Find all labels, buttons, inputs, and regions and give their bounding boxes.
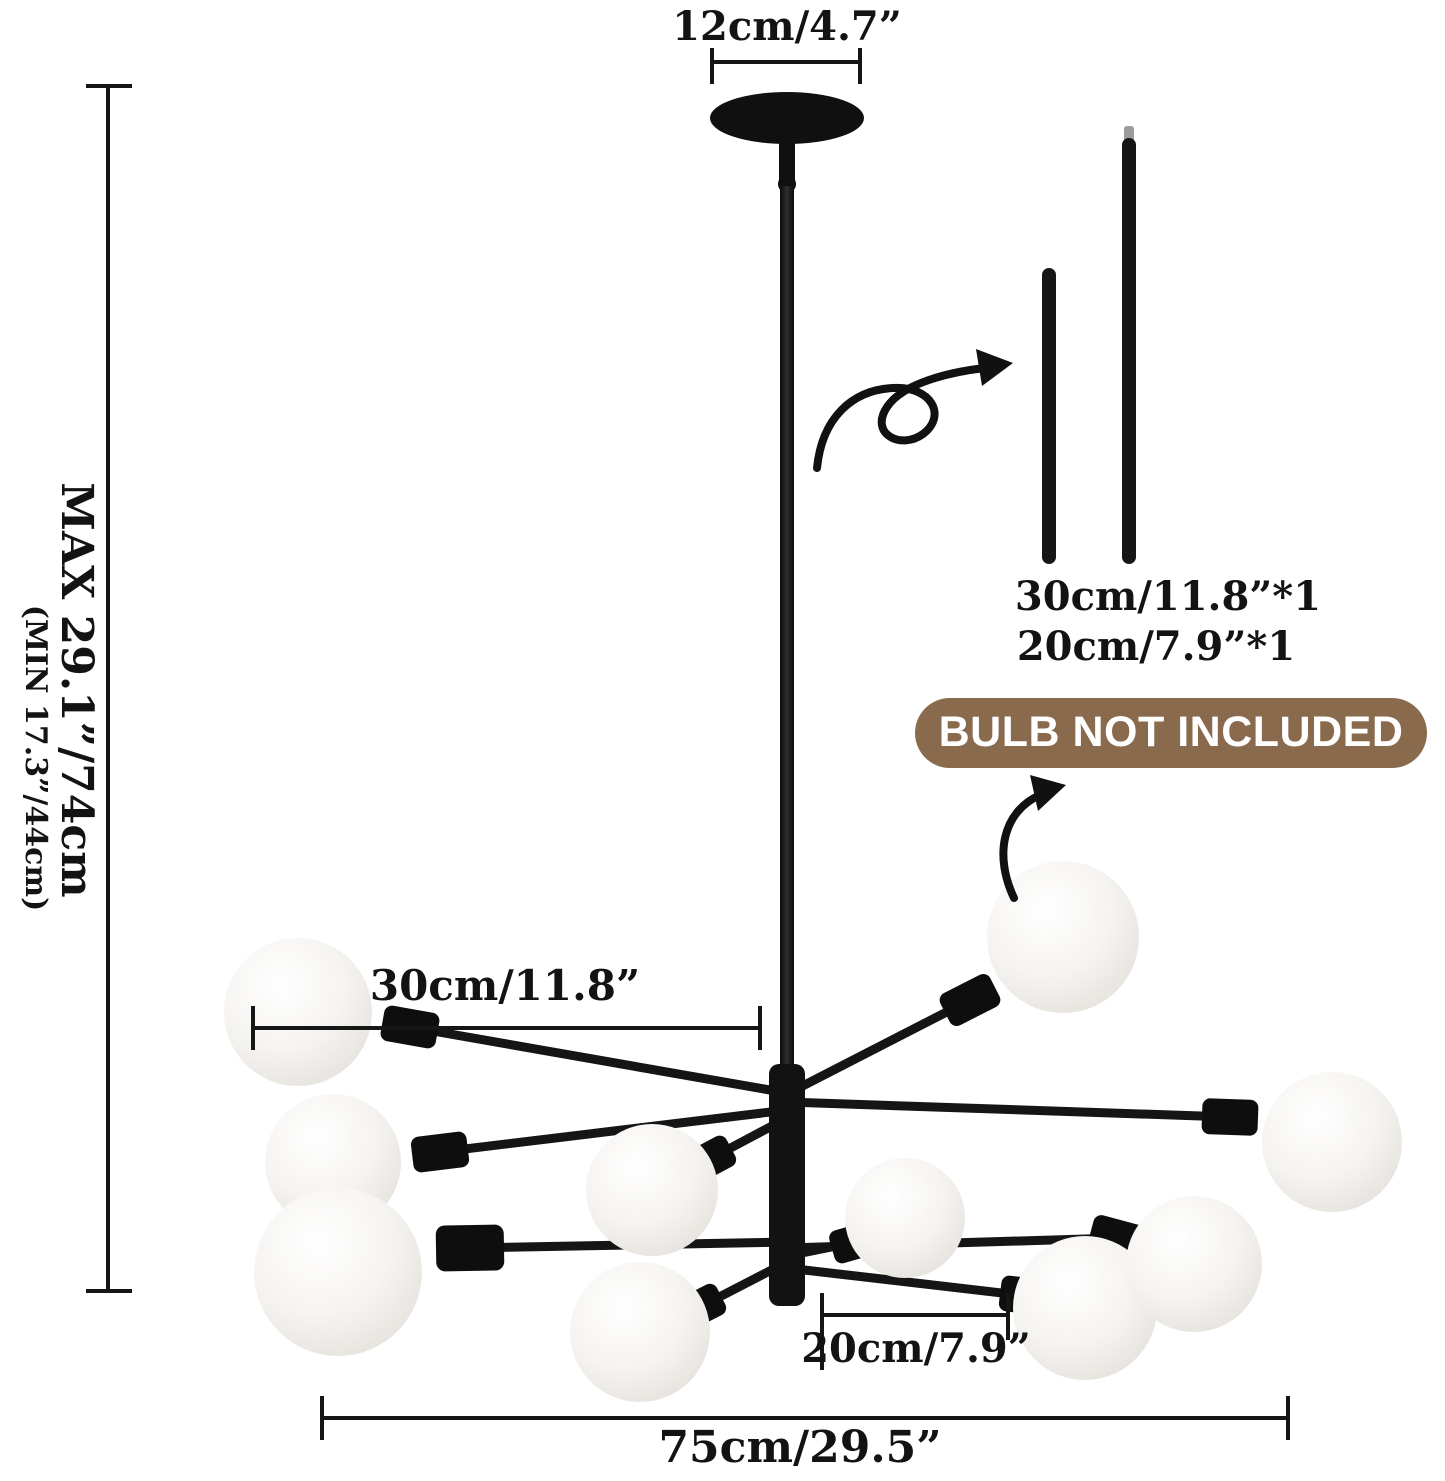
spare-rod-long [1122,138,1136,564]
bulb-socket [435,1224,505,1272]
main-down-rod [780,186,794,1072]
arm [782,995,975,1099]
arm [782,1097,1235,1122]
bulb [586,1124,718,1256]
dimension-canopy-width [710,48,862,84]
arrowhead [1030,775,1066,811]
arm [405,1022,792,1098]
bulb-socket [1201,1098,1259,1136]
spare-rod-short [1042,268,1056,564]
spare-rod-long-tip [1124,126,1134,142]
dimension-label-height-max: MAX 29.1”/74cm [51,482,102,897]
swirl-arrow-to-rods [813,349,1013,472]
spare-rod-30-label: 30cm/11.8”*1 [1015,573,1321,620]
arm [435,1105,792,1157]
dimension-label-height-min: (MIN 17.3”/44cm) [18,605,53,912]
bulb-socket [939,974,1001,1026]
canopy-stem [779,130,795,180]
bulb [254,1188,422,1356]
dimension-label-canopy-width: 12cm/4.7” [672,3,902,50]
bulb [1013,1236,1157,1380]
dimension-arm-long [251,1006,762,1050]
spare-rods: 30cm/11.8”*1 20cm/7.9”*1 [1015,126,1321,670]
bulb-socket [410,1131,470,1173]
swirl-arrow-to-bulb [999,775,1066,902]
bulb-set [224,861,1402,1402]
dimension-overall-width [320,1396,1290,1440]
dimension-label-arm-short: 20cm/7.9” [801,1325,1031,1372]
bulb-not-included-badge: BULB NOT INCLUDED [915,698,1427,768]
dimension-label-overall-width: 75cm/29.5” [658,1422,941,1473]
arm [782,1263,1033,1301]
dimension-arm-short [820,1293,1010,1370]
badge-background [915,698,1427,768]
bulb [987,861,1139,1013]
dimension-lines [86,48,1290,1440]
badge-label: BULB NOT INCLUDED [939,708,1404,756]
bulb [845,1158,965,1278]
spare-rod-20-label: 20cm/7.9”*1 [1017,623,1295,670]
center-hub [769,1064,805,1306]
dimension-height [86,84,132,1293]
dimension-label-arm-long: 30cm/11.8” [370,961,640,1010]
bulb [224,938,372,1086]
arrowhead [976,349,1013,386]
ceiling-canopy [710,92,864,144]
bulb [1126,1196,1262,1332]
bulb [570,1262,710,1402]
chandelier [224,92,1402,1402]
bulb [1262,1072,1402,1212]
